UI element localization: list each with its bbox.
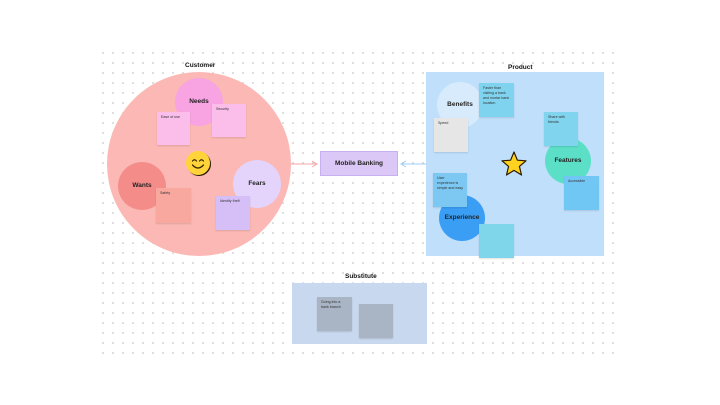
mobile-banking-card[interactable]: Mobile Banking [320, 151, 398, 176]
sticky-accessible[interactable]: Accessible [564, 176, 599, 210]
sticky-user-experience[interactable]: User experience is simple and easy [433, 173, 467, 207]
sticky-security[interactable]: Security [212, 104, 246, 137]
sticky-experience-blank[interactable] [479, 224, 514, 258]
smiling-face-icon [186, 151, 211, 176]
sticky-substitute-blank[interactable] [359, 304, 393, 338]
features-label: Features [554, 157, 582, 164]
star-icon [501, 151, 527, 176]
customer-connector-arrowhead [311, 160, 318, 168]
customer-title: Customer [185, 62, 216, 69]
sticky-ease-of-use[interactable]: Ease of use [157, 112, 190, 145]
sticky-identity-theft[interactable]: Identity theft [216, 196, 250, 230]
sticky-safety[interactable]: Safety [156, 188, 191, 223]
fears-label: Fears [248, 180, 266, 187]
sticky-going-into-branch[interactable]: Going into a bank branch [317, 297, 352, 331]
wants-label: Wants [132, 182, 152, 189]
experience-label: Experience [444, 214, 480, 221]
sticky-speed[interactable]: Speed [434, 118, 468, 152]
substitute-title: Substitute [345, 273, 377, 280]
needs-label: Needs [189, 98, 209, 105]
sticky-share-with-friends[interactable]: Share with friends [544, 112, 578, 146]
product-connector-arrowhead [400, 160, 407, 168]
sticky-faster[interactable]: Faster than visiting a bank and mortar b… [479, 83, 514, 117]
product-title: Product [508, 64, 533, 71]
benefits-label: Benefits [447, 101, 473, 108]
